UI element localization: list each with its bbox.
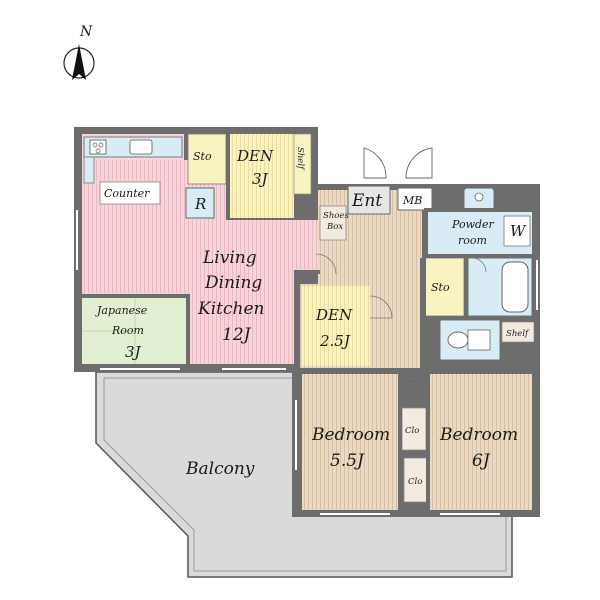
shelf-upper-label: Shelf bbox=[295, 147, 305, 171]
bedroom-a-size: 5.5J bbox=[330, 451, 365, 471]
windows bbox=[76, 210, 538, 515]
shelf-right-label: Shelf bbox=[506, 329, 530, 339]
den-lower-size: 2.5J bbox=[319, 332, 351, 350]
sink-icon bbox=[129, 139, 153, 155]
toilet-icon bbox=[447, 331, 469, 349]
bedroom-b-size: 6J bbox=[472, 451, 491, 471]
entrance-label: Ent bbox=[351, 191, 382, 211]
entry-door-left bbox=[363, 147, 387, 179]
closet-b bbox=[403, 457, 429, 503]
den-lower bbox=[302, 286, 370, 366]
compass-label: N bbox=[79, 24, 93, 40]
meter-box-label: MB bbox=[402, 194, 422, 207]
entrance bbox=[347, 185, 391, 215]
japanese-size: 3J bbox=[125, 343, 142, 361]
north-arrow-icon bbox=[72, 44, 86, 80]
fridge-space bbox=[185, 187, 215, 219]
ldk-line1: Living bbox=[202, 248, 257, 268]
bedroom-b-name: Bedroom bbox=[439, 425, 518, 445]
powder-line2: room bbox=[458, 234, 487, 247]
ldk-size: 12J bbox=[222, 325, 252, 345]
shoes-label-1: Shoes bbox=[323, 211, 349, 221]
bedroom-5-5j bbox=[302, 374, 398, 510]
balcony-rail bbox=[103, 377, 507, 572]
shelf-right bbox=[501, 321, 535, 343]
shoes-box bbox=[319, 205, 347, 241]
ldk-line3: Kitchen bbox=[197, 299, 264, 319]
washer-label: W bbox=[510, 222, 527, 240]
den-upper bbox=[230, 134, 294, 218]
storage-mid-label: Sto bbox=[431, 281, 450, 294]
powder-line1: Powder bbox=[451, 218, 495, 231]
bedroom-a-name: Bedroom bbox=[311, 425, 390, 445]
closet-b-label: Clo bbox=[408, 477, 422, 487]
bedroom-6j bbox=[430, 374, 532, 510]
den-lower-name: DEN bbox=[315, 306, 353, 324]
meter-box bbox=[397, 187, 433, 211]
shelf-upper bbox=[293, 133, 312, 195]
ldk-line2: Dining bbox=[204, 273, 262, 293]
counter-label: Counter bbox=[104, 187, 150, 200]
washer-space bbox=[503, 215, 531, 247]
storage-upper bbox=[187, 133, 227, 185]
kitchen-side-counter bbox=[83, 156, 95, 184]
stove-icon bbox=[89, 139, 107, 155]
japanese-line1: Japanese bbox=[95, 304, 148, 317]
shoes-label-2: Box bbox=[326, 222, 343, 232]
door-swings bbox=[315, 253, 487, 397]
den-upper-name: DEN bbox=[236, 147, 274, 165]
japanese-line2: Room bbox=[111, 324, 144, 337]
bathtub-icon bbox=[501, 261, 529, 313]
closet-a-label: Clo bbox=[405, 426, 419, 436]
storage-upper-label: Sto bbox=[193, 150, 212, 163]
compass: N bbox=[63, 24, 95, 80]
balcony-label: Balcony bbox=[185, 459, 255, 479]
fridge-label: R bbox=[194, 195, 206, 213]
counter-box bbox=[99, 181, 161, 205]
interior-walls bbox=[82, 134, 534, 510]
entry-door-right bbox=[405, 147, 433, 179]
den-upper-size: 3J bbox=[252, 170, 269, 188]
living-dining-kitchen bbox=[82, 160, 318, 364]
